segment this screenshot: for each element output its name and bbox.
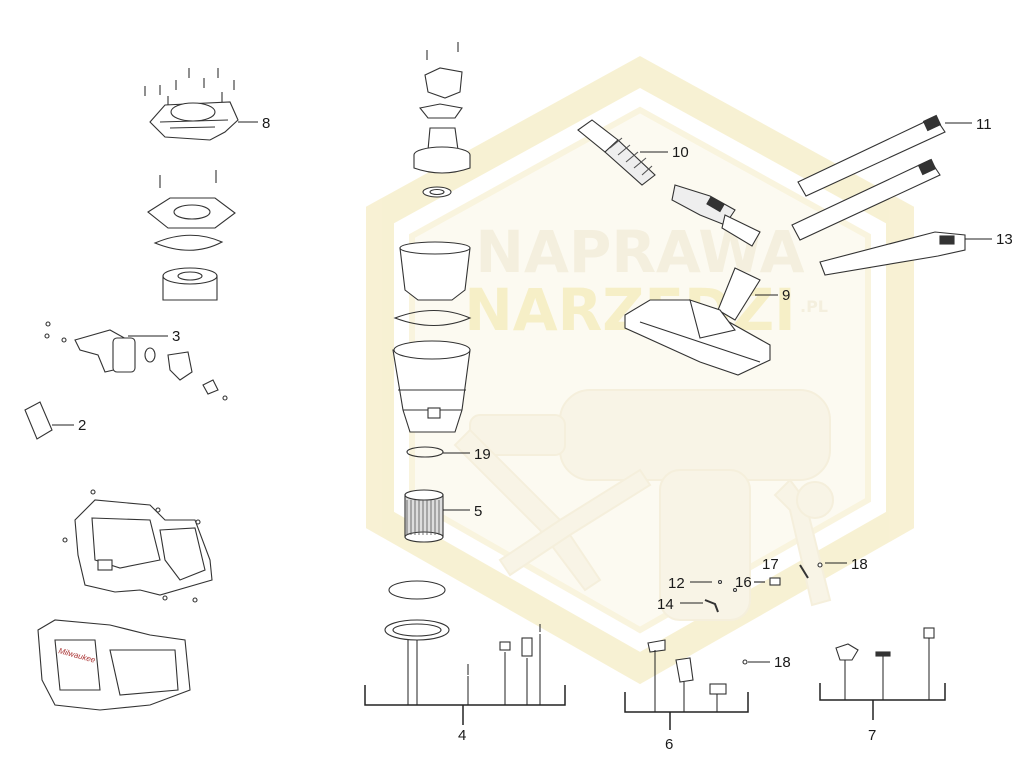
- plate-gasket: [153, 234, 224, 251]
- group-bracket-7: [819, 638, 946, 720]
- callout-4: 4: [458, 727, 466, 744]
- callout-6: 6: [665, 736, 673, 753]
- cyclone-housing: [399, 247, 471, 301]
- watermark-wrench-icon: [773, 478, 834, 607]
- callout-5: 5: [474, 503, 482, 520]
- callout-18-top: 18: [851, 556, 868, 573]
- floor-nozzle: [624, 267, 778, 376]
- top-cover-assembly: [144, 68, 258, 301]
- dust-bin: [392, 349, 471, 433]
- callout-2: 2: [78, 417, 86, 434]
- callout-9: 9: [782, 287, 790, 304]
- cyclone-gasket: [393, 310, 472, 326]
- group-bracket-4: [364, 634, 566, 725]
- watermark-pliers-icon: [453, 428, 652, 592]
- center-column: [384, 42, 541, 675]
- right-housing: [62, 489, 213, 603]
- watermark-suffix: .PL: [800, 297, 828, 316]
- callout-7: 7: [868, 727, 876, 744]
- hepa-filter: [404, 489, 444, 543]
- small-parts: [647, 562, 935, 695]
- callout-17: 17: [762, 556, 779, 573]
- base-gasket: [388, 580, 446, 600]
- hose: [577, 119, 761, 247]
- callout-14: 14: [657, 596, 674, 613]
- callout-19: 19: [474, 446, 491, 463]
- callout-10: 10: [672, 144, 689, 161]
- extension-wands: [791, 114, 972, 241]
- filter-gasket: [406, 446, 444, 458]
- crevice-tool: [819, 231, 992, 276]
- callout-3: 3: [172, 328, 180, 345]
- group-bracket-6: [624, 650, 749, 730]
- callout-labels: 8 3 2 10 11 13 9 19 5 17 18 12 16 14 18 …: [78, 115, 1013, 753]
- callout-13: 13: [996, 231, 1013, 248]
- callout-18-bottom: 18: [774, 654, 791, 671]
- left-housing: Milwaukee: [37, 619, 191, 711]
- callout-16: 16: [735, 574, 752, 591]
- callout-11: 11: [976, 116, 992, 133]
- callout-8: 8: [262, 115, 270, 132]
- watermark-drill-icon: [469, 389, 831, 621]
- callout-12: 12: [668, 575, 685, 592]
- float-cage-top: [424, 67, 463, 99]
- nozzle-assembly: [44, 321, 228, 401]
- cover-screws: [144, 68, 235, 106]
- label-card: [24, 401, 74, 440]
